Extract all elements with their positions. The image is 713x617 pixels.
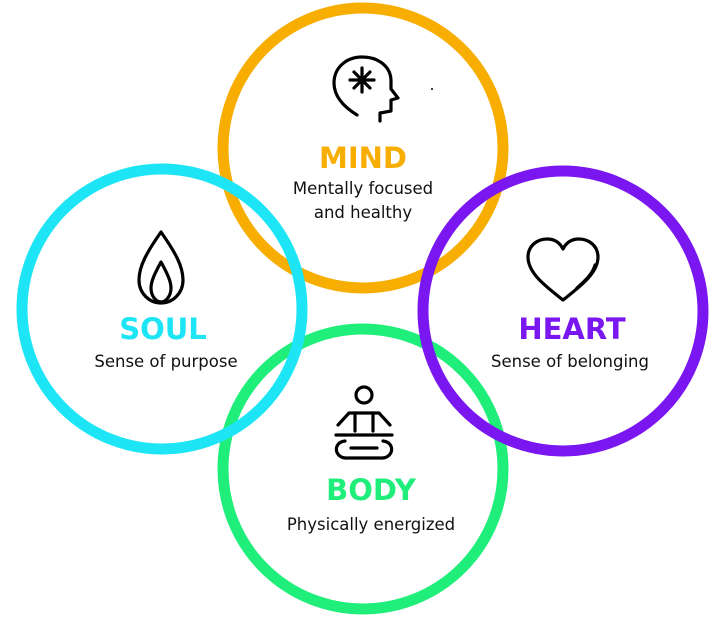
- soul-title: SOUL: [119, 312, 207, 346]
- heart-ring: [417, 165, 709, 457]
- flame-icon: [137, 230, 185, 305]
- soul-subtitle: Sense of purpose: [94, 352, 237, 371]
- soul-ring: [16, 163, 308, 455]
- heart-icon: [526, 237, 600, 302]
- mind-decor-dot: [431, 88, 433, 90]
- head-brain-icon: [332, 55, 400, 123]
- mind-subtitle-line2: and healthy: [314, 203, 413, 222]
- body-title: BODY: [326, 473, 417, 507]
- body-subtitle: Physically energized: [287, 515, 455, 534]
- mind-title: MIND: [319, 141, 407, 175]
- heart-subtitle: Sense of belonging: [491, 352, 649, 371]
- mind-subtitle-line1: Mentally focused: [293, 179, 433, 198]
- body-ring: [217, 323, 509, 615]
- mind-ring: [217, 2, 509, 294]
- heart-title: HEART: [518, 312, 626, 346]
- meditation-icon: [334, 385, 394, 460]
